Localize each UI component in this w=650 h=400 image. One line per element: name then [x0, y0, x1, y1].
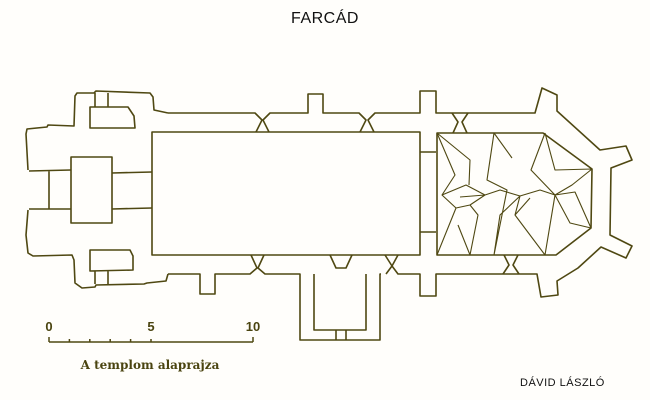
west-stair-bottom — [89, 249, 134, 284]
nave — [151, 131, 421, 256]
scale-label-5: 5 — [147, 319, 155, 334]
author-credit: DÁVID LÁSZLÓ — [520, 377, 605, 389]
choir-outer — [455, 87, 633, 298]
figure-title: FARCÁD — [291, 10, 359, 27]
nave-north-wall — [168, 90, 455, 133]
scale-label-0: 0 — [45, 319, 53, 334]
west-tower-walls — [28, 169, 153, 210]
west-block-outline — [25, 90, 169, 289]
plan-caption: A templom alaprajza — [80, 358, 220, 372]
choir-arch — [420, 112, 520, 275]
choir-vault-ribs — [436, 132, 593, 256]
scale-label-10: 10 — [245, 319, 261, 334]
sacristy — [313, 274, 367, 340]
west-tower-core — [70, 156, 113, 224]
nave-south-wall — [168, 254, 455, 341]
west-stair-top — [89, 93, 136, 129]
